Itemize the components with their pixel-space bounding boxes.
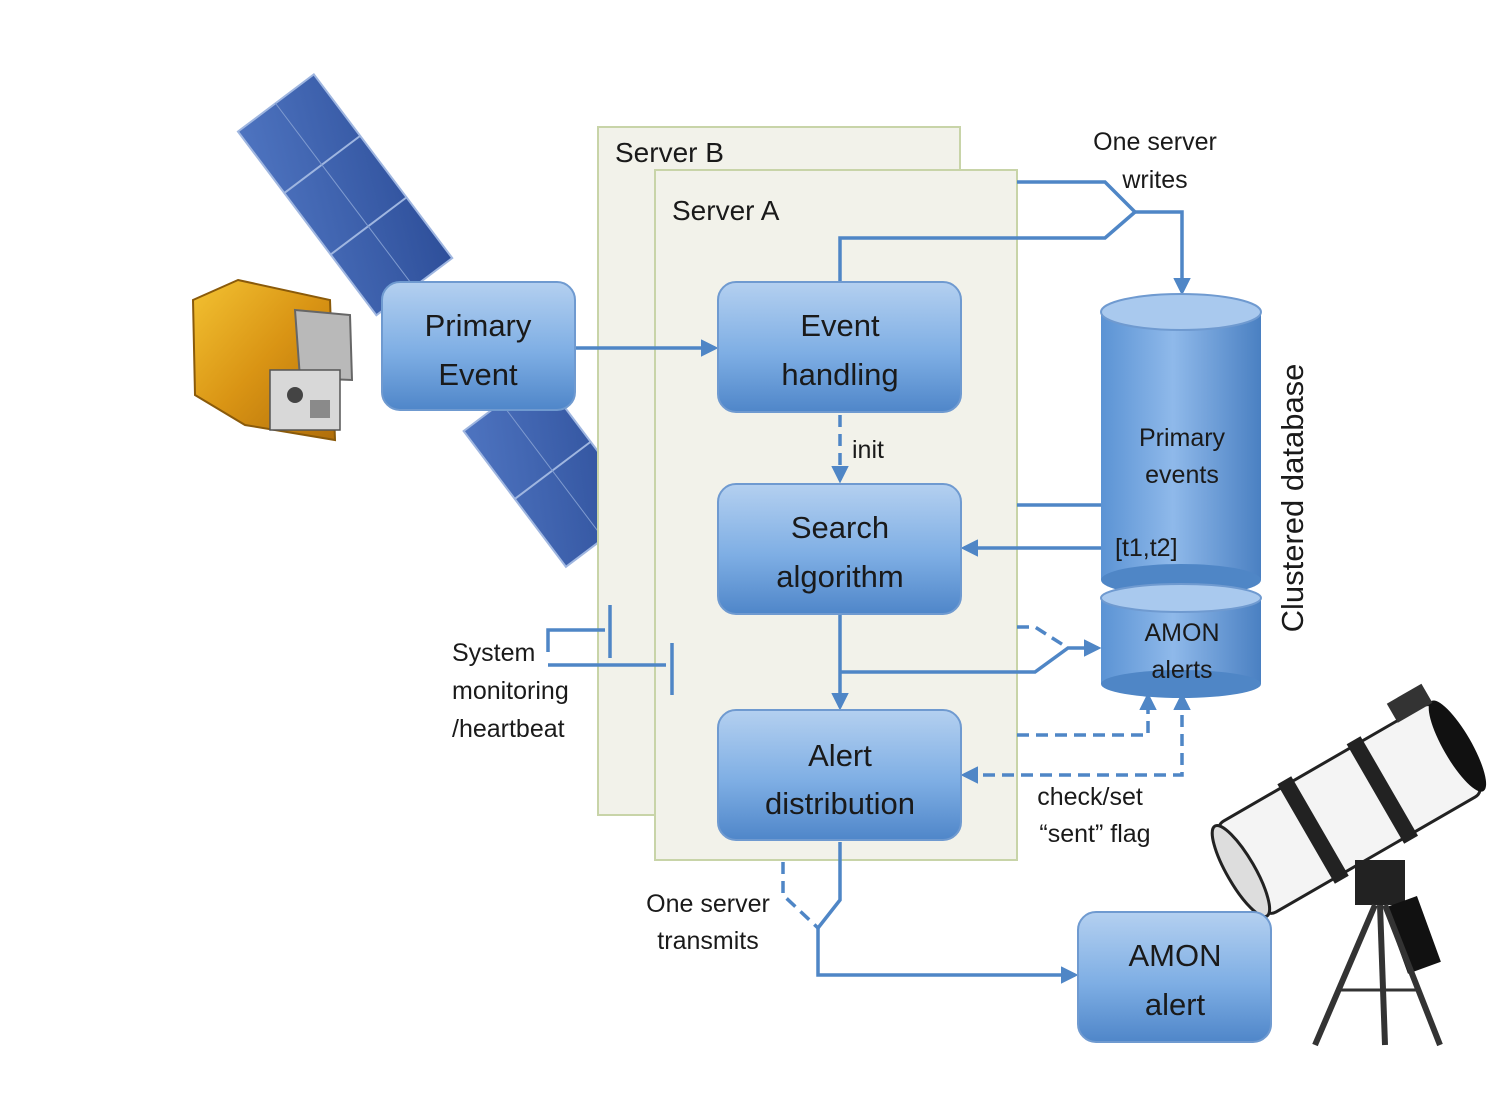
amon-alert-box: AMON alert [1077, 911, 1272, 1043]
db-amon-alerts-line-1: AMON [1145, 619, 1220, 647]
system-monitoring-line-3: /heartbeat [452, 715, 565, 743]
primary-event-box: Primary Event [381, 281, 576, 411]
search-algorithm-box: Search algorithm [717, 483, 962, 615]
search-algorithm-line-2: algorithm [776, 559, 904, 594]
server-b-label: Server B [615, 137, 724, 168]
primary-event-line-2: Event [438, 357, 518, 392]
server-a-label: Server A [672, 195, 780, 226]
one-server-writes-line-2: writes [1121, 166, 1187, 194]
alert-distribution-line-1: Alert [808, 738, 872, 773]
system-monitoring-line-2: monitoring [452, 677, 569, 705]
primary-event-line-1: Primary [425, 308, 532, 343]
init-label: init [852, 436, 884, 464]
amon-alert-line-2: alert [1145, 987, 1206, 1022]
db-primary-events-line-1: Primary [1139, 424, 1226, 452]
db-interval-label: [t1,t2] [1115, 534, 1178, 562]
clustered-database-label: Clustered database [1275, 364, 1310, 633]
amon-alert-line-1: AMON [1129, 938, 1222, 973]
one-server-writes-line-1: One server [1093, 128, 1217, 156]
primary-events-cylinder: Primary events [t1,t2] [1100, 293, 1262, 596]
one-server-transmits-line-2: transmits [657, 927, 758, 955]
event-handling-line-2: handling [781, 357, 898, 392]
search-algorithm-line-1: Search [791, 510, 889, 545]
event-handling-box: Event handling [717, 281, 962, 413]
event-handling-line-1: Event [800, 308, 880, 343]
system-monitoring-line-1: System [452, 639, 535, 667]
db-amon-alerts-line-2: alerts [1151, 656, 1212, 684]
connectors [546, 180, 1191, 984]
clustered-database: Primary events [t1,t2] AMON alerts Clust… [1100, 293, 1310, 698]
alert-distribution-box: Alert distribution [717, 709, 962, 841]
check-set-flag-line-2: “sent” flag [1039, 820, 1150, 848]
amon-alerts-cylinder: AMON alerts [1100, 583, 1262, 698]
alert-distribution-line-2: distribution [765, 786, 915, 821]
check-set-flag-line-1: check/set [1037, 783, 1143, 811]
telescope-illustration [1210, 683, 1487, 1047]
db-primary-events-line-2: events [1145, 461, 1219, 489]
one-server-transmits-line-1: One server [646, 890, 770, 918]
